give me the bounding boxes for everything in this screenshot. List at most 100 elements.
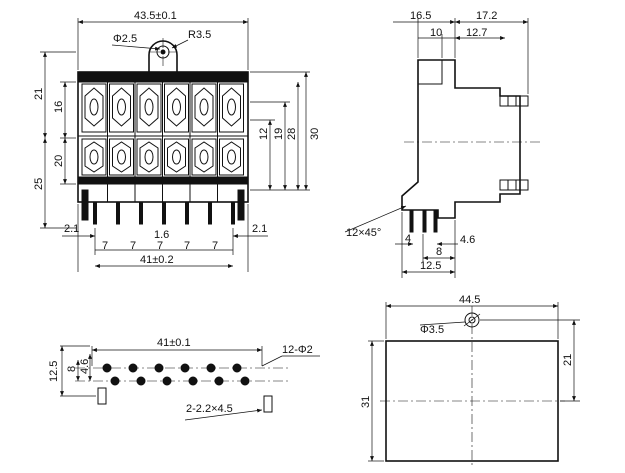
terminal-cell-upper <box>136 83 162 133</box>
dim-pitch-5: 7 <box>212 240 218 252</box>
terminal-hex-lower <box>222 141 241 173</box>
dim-width-left: 16.5 <box>410 10 431 22</box>
terminal-screw-upper <box>144 98 154 116</box>
terminal-pins <box>81 189 245 225</box>
pin-lead <box>139 201 143 225</box>
terminal-hex-lower <box>84 141 104 173</box>
terminal-screw-upper <box>199 98 209 116</box>
dim-side-28: 28 <box>286 128 298 140</box>
dim-side-19: 19 <box>273 128 285 140</box>
pin-hole-upper <box>154 363 164 373</box>
terminal-cell-upper <box>164 83 189 133</box>
dim-side-12: 12 <box>258 128 270 140</box>
terminal-cell-upper <box>219 83 244 133</box>
terminal-hex-lower <box>139 141 159 173</box>
dim-hole-dia: Φ2.5 <box>113 33 137 45</box>
dim-mount-offset: 21 <box>562 354 574 366</box>
terminal-screw-lower <box>144 149 154 165</box>
dim-mount-height: 31 <box>360 396 372 408</box>
terminal-screw-upper <box>172 98 181 116</box>
dim-span: 41±0.1 <box>157 337 191 349</box>
terminal-cell-lower <box>219 138 244 176</box>
pin-foot-right <box>237 189 245 221</box>
slot-right <box>263 395 273 413</box>
terminal-screw-lower <box>172 149 181 165</box>
pin-hole-upper <box>102 363 112 373</box>
pin-hole-upper <box>206 363 216 373</box>
pin-lead <box>116 201 120 225</box>
terminal-cell-lower <box>164 138 189 176</box>
terminal-screw-lower <box>89 149 99 165</box>
pin-lead <box>93 201 97 225</box>
terminal-hex-upper <box>84 87 104 127</box>
terminal-screw-lower <box>227 149 236 165</box>
mount-view: 44.5 Φ3.5 31 21 <box>360 294 580 466</box>
front-view: 43.5±0.1 Φ2.5 R3.5 21 16 20 25 12 19 28 … <box>33 10 321 272</box>
dim-pin-46: 4.6 <box>460 234 475 246</box>
dim-pitch-3: 7 <box>157 240 163 252</box>
terminal-screw-lower <box>117 149 126 165</box>
terminal-cell-lower <box>191 138 217 176</box>
dim-width-right: 17.2 <box>476 10 497 22</box>
terminal-cell-upper <box>191 83 217 133</box>
pin-hole-upper <box>180 363 190 373</box>
terminal-cell-lower <box>109 138 134 176</box>
terminal-cell-upper <box>81 83 107 133</box>
bottom-view: 41±0.1 12-Φ2 12.5 8 4.6 2-2.2×4.5 <box>48 337 320 421</box>
dim-pitch-1: 7 <box>102 240 108 252</box>
dim-pin-125: 12.5 <box>420 260 441 272</box>
dim-radius: R3.5 <box>188 29 211 41</box>
terminal-screw-upper <box>227 98 236 116</box>
terminal-cell-upper <box>109 83 134 133</box>
dim-inner-127: 12.7 <box>466 27 487 39</box>
dim-height-body: 25 <box>33 178 45 190</box>
pin-hole-lower <box>214 376 224 386</box>
dim-side-30: 30 <box>309 128 321 140</box>
dim-pin-8: 8 <box>436 246 442 258</box>
terminal-hex-upper <box>139 87 159 127</box>
dim-pitch-4: 7 <box>184 240 190 252</box>
dim-height-lower: 20 <box>53 155 65 167</box>
terminal-hex-upper <box>167 87 186 127</box>
dim-offset-46: 4.6 <box>79 359 91 374</box>
terminal-hex-upper <box>222 87 241 127</box>
pin-lead <box>162 201 166 225</box>
pin-hole-lower <box>136 376 146 386</box>
terminal-columns <box>81 72 244 202</box>
slot-left <box>97 387 107 405</box>
dim-holes: 12-Φ2 <box>282 344 313 356</box>
terminal-hex-lower <box>194 141 214 173</box>
dim-slots: 2-2.2×4.5 <box>186 403 233 415</box>
pin-hole-lower <box>110 376 120 386</box>
terminal-hex-lower <box>167 141 186 173</box>
terminal-hex-upper <box>194 87 214 127</box>
dim-pin-span: 41±0.2 <box>140 254 174 266</box>
terminal-cell-lower <box>136 138 162 176</box>
terminal-screw-lower <box>199 149 209 165</box>
dim-offset-8: 8 <box>66 366 78 372</box>
terminal-screw-upper <box>117 98 126 116</box>
pin-hole-upper <box>232 363 242 373</box>
side-view: 16.5 17.2 10 12.7 12×45° 4 4.6 8 12.5 <box>344 10 540 278</box>
dim-chamfer: 12×45° <box>346 227 381 239</box>
dim-mount-hole: Φ3.5 <box>420 324 444 336</box>
dim-height-upper: 16 <box>53 101 65 113</box>
dim-offset-125: 12.5 <box>48 361 60 382</box>
dim-edge-right: 2.1 <box>252 223 267 235</box>
terminal-screw-upper <box>89 98 99 116</box>
pin-hole-lower <box>162 376 172 386</box>
dim-pin-4: 4 <box>405 233 411 245</box>
dim-mount-width: 44.5 <box>459 294 480 306</box>
dim-pitch-2: 7 <box>130 240 136 252</box>
dim-height-total: 21 <box>33 88 45 100</box>
pin-lead <box>231 201 235 225</box>
dim-inner-10: 10 <box>430 27 442 39</box>
pin-holes <box>102 363 250 386</box>
terminal-cell-lower <box>81 138 107 176</box>
pin-hole-upper <box>128 363 138 373</box>
terminal-hex-lower <box>112 141 131 173</box>
pin-lead <box>185 201 189 225</box>
pin-lead <box>208 201 212 225</box>
dim-edge-left: 2.1 <box>64 223 79 235</box>
